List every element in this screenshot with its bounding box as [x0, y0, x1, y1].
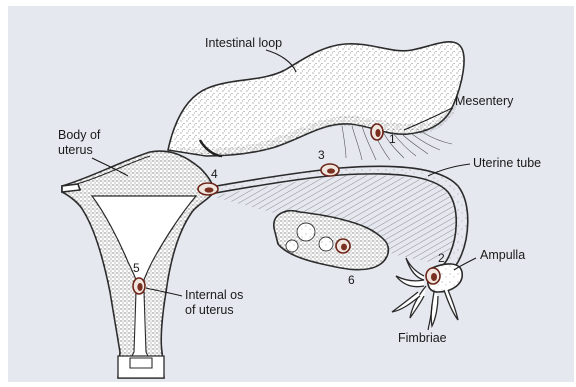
embryo-site-2 [426, 268, 440, 284]
site-number-2: 2 [438, 251, 445, 265]
label-internal-os-line2: of uterus [185, 303, 234, 317]
label-internal-os-line1: Internal os [185, 288, 243, 302]
label-mesentery: Mesentery [455, 94, 514, 108]
label-uterine-tube: Uterine tube [473, 156, 541, 170]
label-body-of-uterus-line2: uterus [58, 143, 93, 157]
embryo-site-5 [133, 278, 145, 294]
site-number-6: 6 [348, 273, 355, 287]
label-body-of-uterus-line1: Body of [58, 128, 101, 142]
embryo-site-6 [336, 239, 350, 253]
site-number-5: 5 [133, 261, 140, 275]
embryo-site-3 [321, 164, 339, 176]
embryo-site-1 [371, 124, 383, 140]
site-number-4: 4 [211, 167, 218, 181]
label-fimbriae: Fimbriae [398, 331, 447, 345]
embryo-site-4 [198, 183, 218, 195]
site-number-3: 3 [318, 148, 325, 162]
label-ampulla: Ampulla [480, 248, 525, 262]
label-intestinal-loop: Intestinal loop [205, 36, 282, 50]
site-number-1: 1 [389, 132, 396, 146]
